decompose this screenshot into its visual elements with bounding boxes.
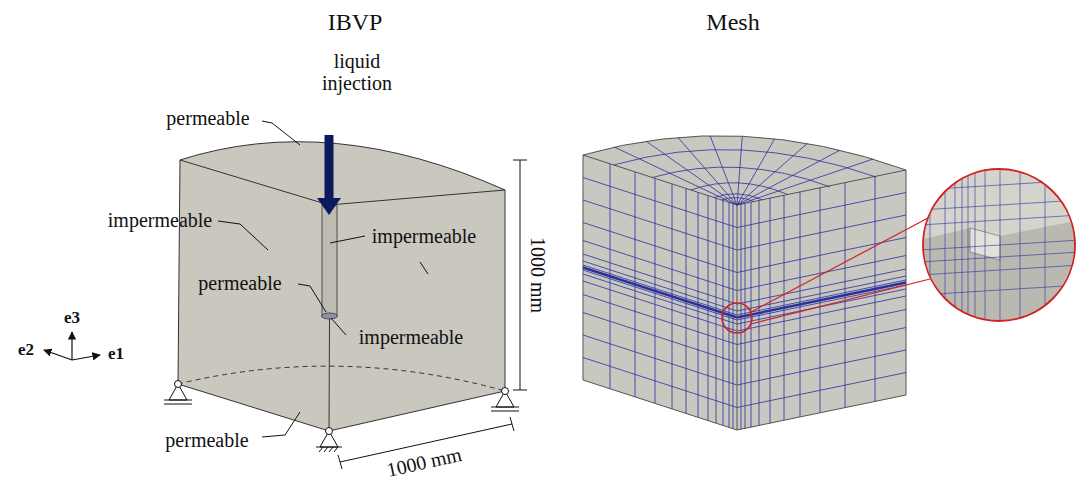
coordinate-axes <box>44 332 100 360</box>
boundary-label: permeable <box>166 107 249 129</box>
panel-title: Mesh <box>706 9 759 35</box>
boundary-label: permeable <box>165 429 248 451</box>
dimension-label: 1000 mm <box>527 237 549 313</box>
axis-label: e1 <box>108 345 124 364</box>
axis-label: e3 <box>64 309 80 328</box>
boundary-label: impermeable <box>108 209 212 231</box>
support-symbols <box>164 381 519 453</box>
injection-arrow <box>317 135 341 215</box>
boundary-label: impermeable <box>359 326 463 348</box>
domain-block <box>178 142 505 431</box>
boundary-label: impermeable <box>372 225 476 247</box>
axis-label: e2 <box>18 341 34 360</box>
mesh-block <box>583 136 906 430</box>
load-label: liquid injection <box>311 50 403 94</box>
dimension-lines <box>338 160 527 469</box>
panel-title: IBVP <box>328 9 383 35</box>
dimension-label: 1000 mm <box>384 443 463 481</box>
zoom-inset <box>722 165 1078 333</box>
boundary-label: permeable <box>198 272 281 294</box>
